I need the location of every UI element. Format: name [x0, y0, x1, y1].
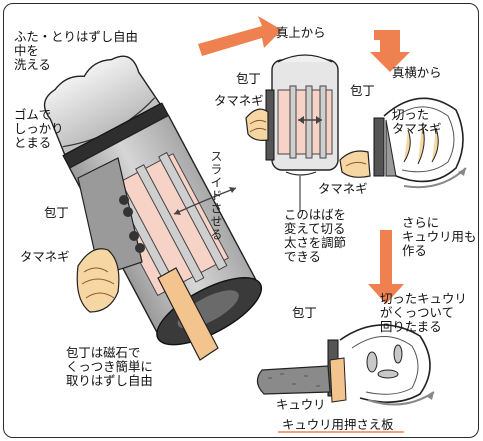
- label-lid: ふた・とりはずし自由中を洗える: [14, 29, 138, 72]
- arrow-down: [368, 230, 404, 304]
- lid: [43, 55, 162, 156]
- label-magnet: 包丁は磁石でくっつき簡単に取りはずし自由: [66, 345, 153, 388]
- slide-arrow: [173, 187, 237, 215]
- label-knife-cucumber: 包丁: [292, 305, 317, 320]
- side-view: [373, 97, 467, 189]
- label-knife-side: 包丁: [350, 83, 375, 98]
- label-onion-side: タマネギ: [318, 181, 368, 196]
- label-cucumber: キュウリ: [276, 397, 326, 412]
- label-side-view: 真横から: [392, 65, 442, 80]
- knife-blade-left: [77, 157, 143, 277]
- label-top-view: 真上から: [276, 25, 326, 40]
- onion-side: [339, 150, 371, 178]
- label-knife-left: 包丁: [44, 205, 69, 220]
- arrow-to-side: [370, 30, 410, 72]
- main-container: [43, 55, 263, 346]
- label-onion-left: タマネギ: [20, 249, 70, 264]
- label-press-board: キュウリ用押さえ板: [282, 417, 394, 432]
- label-adjust: このはばを変えて切る太さを調節できる: [284, 207, 346, 264]
- cucumber: [256, 365, 331, 395]
- label-cucumber-too: さらにキュウリ用も作る: [402, 215, 477, 258]
- label-cut-onion: 切ったタマネギ: [392, 107, 442, 136]
- label-slide: スライドさせる: [209, 150, 223, 241]
- onion-top: [245, 108, 269, 141]
- label-knife-top: 包丁: [236, 71, 261, 86]
- wood-board: [157, 267, 219, 361]
- label-onion-top: タマネギ: [214, 93, 264, 108]
- label-rubber: ゴムでしっかりとまる: [14, 107, 64, 150]
- label-cut-cucumber: 切ったキュウリがくっついて回りたまる: [380, 291, 467, 334]
- arrow-to-top: [198, 16, 282, 56]
- top-view: [265, 54, 339, 176]
- press-board-wood: [329, 357, 347, 403]
- onion-left: [76, 248, 120, 313]
